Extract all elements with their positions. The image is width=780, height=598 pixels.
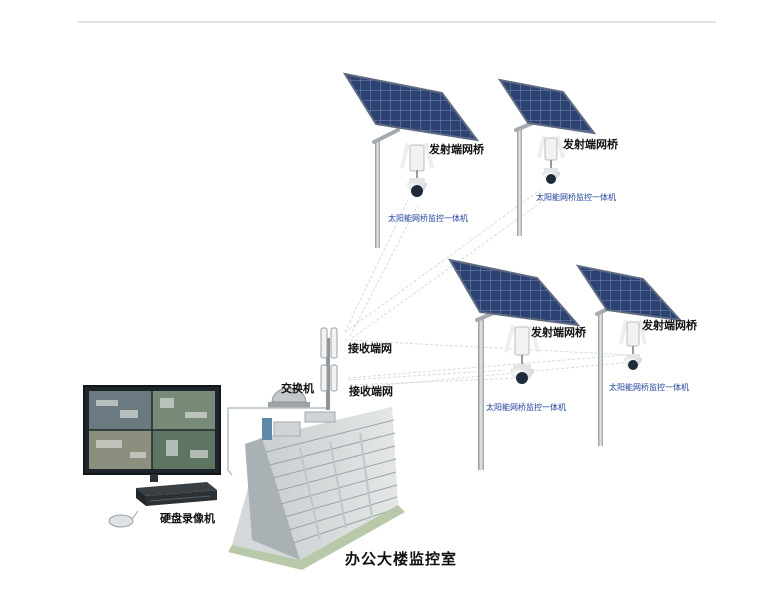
cable-line: [227, 407, 326, 416]
solar-station-3: [448, 258, 581, 470]
unit-label-2: 太阳能网桥监控一体机: [536, 193, 616, 202]
unit-label-4: 太阳能网桥监控一体机: [609, 383, 689, 392]
solar-station-1: [342, 72, 480, 248]
bridge-label-3: 发射端网桥: [531, 326, 586, 339]
solar-panel-icon: [575, 264, 683, 322]
bridge-label-4: 发射端网桥: [642, 319, 697, 332]
nvr-icon: [136, 482, 217, 506]
switch-icon: [268, 387, 310, 408]
solar-panel-icon: [497, 78, 597, 135]
nvr-label: 硬盘录像机: [160, 512, 215, 525]
dome-camera-icon: [510, 364, 534, 384]
solar-station-2: [497, 78, 597, 236]
dome-camera-icon: [407, 178, 427, 197]
dome-camera-icon: [542, 168, 560, 184]
wireless-links: [344, 189, 633, 389]
solar-panel-icon: [448, 258, 581, 327]
receiver-mast: [320, 327, 338, 410]
solar-panel-icon: [342, 72, 480, 142]
building-label: 办公大楼监控室: [345, 550, 458, 568]
unit-label-3: 太阳能网桥监控一体机: [486, 403, 566, 412]
cable-line: [227, 416, 233, 476]
receiver-label-2: 接收端网: [349, 385, 393, 398]
dome-camera-icon: [624, 354, 642, 370]
solar-station-4: [575, 264, 683, 446]
office-building: [228, 407, 405, 570]
monitor-icon: [83, 385, 221, 482]
receiver-label-1: 接收端网: [348, 342, 392, 355]
switch-label: 交换机: [281, 382, 314, 395]
bridge-label-2: 发射端网桥: [563, 138, 618, 151]
mouse-icon: [108, 510, 139, 528]
unit-label-1: 太阳能网桥监控一体机: [388, 214, 468, 223]
bridge-label-1: 发射端网桥: [429, 143, 484, 156]
